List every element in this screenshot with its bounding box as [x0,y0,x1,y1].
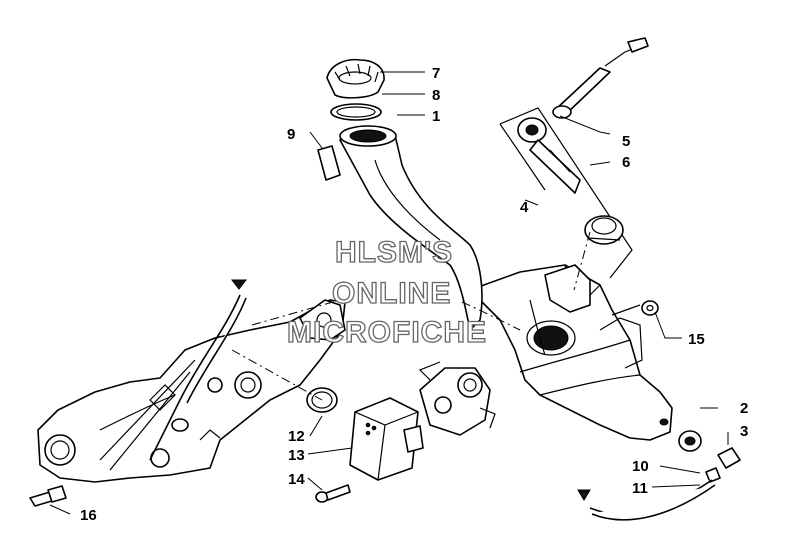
part-7-fuel-cap [326,58,385,99]
part-13-filter [349,397,424,481]
callout-14: 14 [288,471,305,488]
part-8-gasket [330,103,382,121]
assembly-line [231,349,323,401]
part-2-grommet [678,430,702,452]
leader-lines [49,71,729,515]
watermark-line-2: ONLINE [332,277,451,310]
part-6-fuel-sender [517,117,624,245]
part-10-elbow [705,467,721,483]
callout-6: 6 [622,154,630,171]
part-4-bracket [499,107,633,279]
callout-13: 13 [288,447,305,464]
callout-7: 7 [432,65,440,82]
fuel-line [149,279,248,461]
callout-3: 3 [740,423,748,440]
watermark: HLSM'S ONLINE MICROFICHE [286,235,487,349]
callout-8: 8 [432,87,440,104]
callout-9: 9 [287,126,295,143]
part-9-hose [317,145,341,181]
callout-labels: 7 8 1 9 5 6 4 15 2 3 10 11 12 13 14 16 [80,65,748,524]
part-5-sender-wire [552,37,649,119]
callout-16: 16 [80,507,97,524]
fuel-pump [418,361,496,436]
callout-1: 1 [432,108,440,125]
part-16-fitting [29,485,67,507]
fuel-tank [469,264,673,441]
assembly-line [251,299,341,326]
part-1-filler-neck [339,125,483,331]
callout-12: 12 [288,428,305,445]
part-14-screw [315,484,351,503]
part-11-vent-hose [577,479,716,521]
callout-4: 4 [520,199,529,216]
watermark-line-1: HLSM'S [335,236,453,269]
callout-10: 10 [632,458,649,475]
callout-15: 15 [688,331,705,348]
frame-bracket [37,299,346,483]
part-15-washer [641,300,659,316]
part-3-fitting [717,447,741,469]
watermark-line-3: MICROFICHE [287,316,487,349]
assembly-line [461,301,521,331]
callout-2: 2 [740,400,748,417]
callout-11: 11 [632,480,648,497]
callout-5: 5 [622,133,630,150]
